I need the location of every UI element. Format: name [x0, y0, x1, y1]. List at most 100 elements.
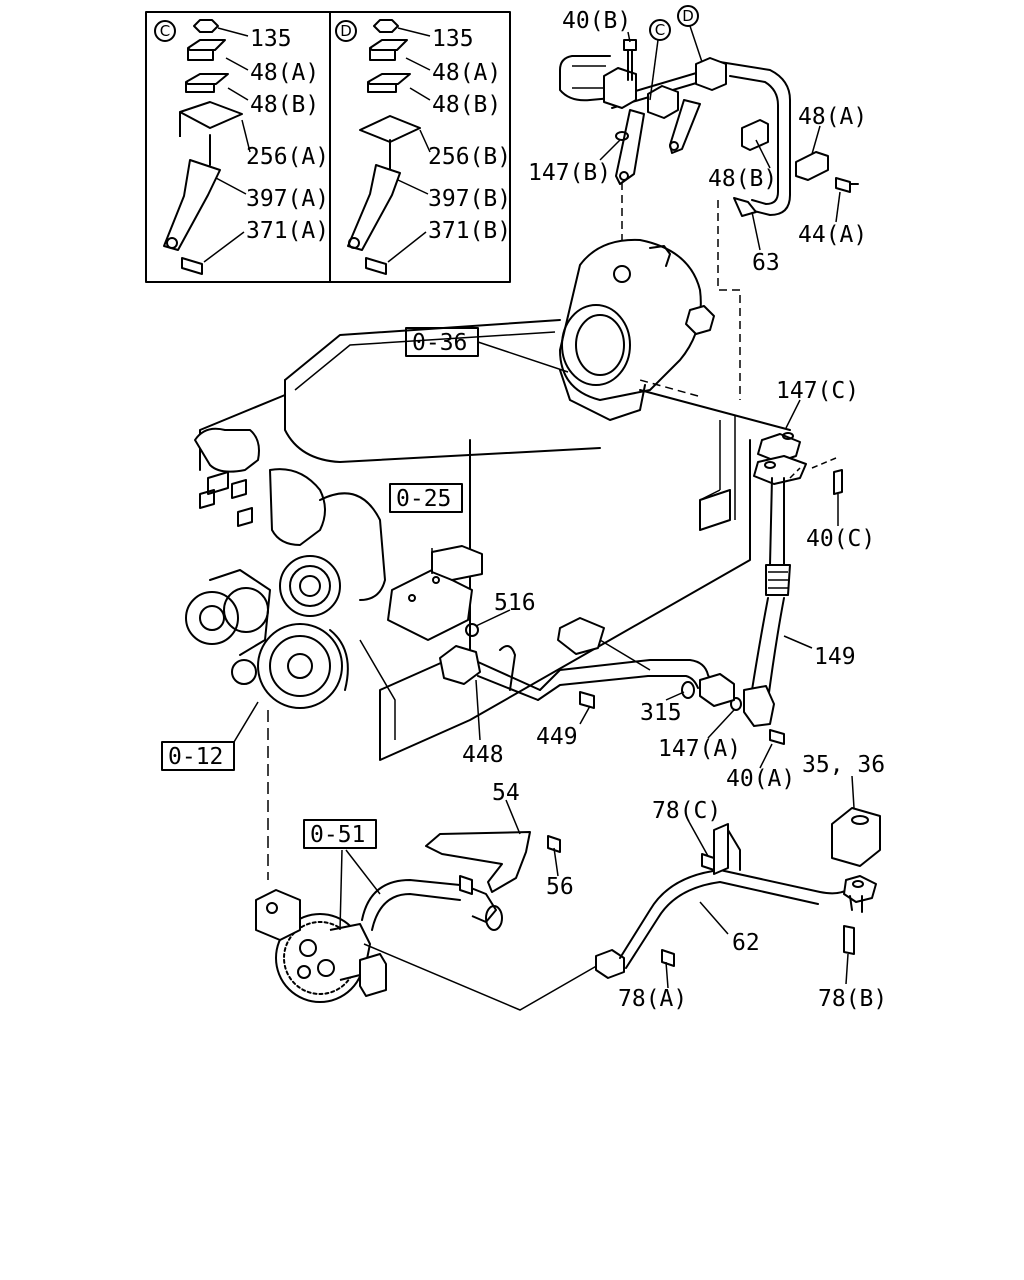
bolt-371a: [181, 257, 203, 275]
inset-c-label-371a: 371(A): [246, 218, 329, 244]
label-62: 62: [732, 930, 760, 956]
plate-256b: [359, 115, 421, 143]
inset-d-label-397b: 397(B): [428, 186, 511, 212]
pipe-fitting-63: [733, 197, 757, 217]
gasket-0-25: [557, 617, 605, 655]
label-44a: 44(A): [798, 222, 867, 248]
oil-return-pipe-149: [639, 379, 843, 769]
inset-d-label-371b: 371(B): [428, 218, 511, 244]
clip-48b-d: [367, 73, 411, 93]
inset-c-label-48b: 48(B): [250, 92, 319, 118]
inset-d: D 135 48(A) 48(B) 256(B) 397(B) 371(B): [335, 19, 511, 275]
ref-0-25: 0-25: [396, 486, 451, 512]
bracket-397a: [163, 159, 221, 251]
label-78a: 78(A): [618, 986, 687, 1012]
reference-boxes: 0-36 0-25 0-12 0-51: [161, 327, 569, 849]
ref-box-0-51: [303, 819, 377, 849]
inset-c-label-397a: 397(A): [246, 186, 329, 212]
pipe-outer: [719, 61, 791, 216]
pipe-62-end: [595, 949, 625, 979]
inset-d-marker: D: [340, 22, 352, 40]
bracket-397b: [347, 164, 401, 251]
inset-c-label-256a: 256(A): [246, 144, 329, 170]
label-56: 56: [546, 874, 574, 900]
label-449: 449: [536, 724, 578, 750]
pipe-loop-left: [559, 55, 613, 102]
ref-0-12: 0-12: [168, 744, 223, 770]
oring-516: [465, 623, 479, 637]
nut-135-c: [193, 19, 219, 33]
flange-35-36: [843, 875, 877, 903]
inset-d-label-135: 135: [432, 26, 474, 52]
bracket-397-right: [669, 99, 701, 154]
pipe-448-line: [537, 659, 717, 701]
clip-48a-d: [369, 39, 408, 61]
pump-suction-pipe: [361, 879, 471, 931]
label-40c: 40(C): [806, 526, 875, 552]
elbow-149: [743, 685, 775, 727]
label-147a: 147(A): [658, 736, 741, 762]
ref-0-51: 0-51: [310, 822, 365, 848]
oring-315: [681, 681, 695, 699]
clip-48b-main: [741, 119, 769, 151]
oil-pressure-unit: [831, 807, 881, 867]
oil-pump-body: [255, 889, 301, 941]
label-147c: 147(C): [776, 378, 859, 404]
label-48b: 48(B): [708, 166, 777, 192]
clip-48a-c: [187, 39, 226, 61]
turbo-compressor-inlet: [561, 304, 631, 386]
bolt-40c: [833, 469, 843, 495]
gasket-147c: [757, 433, 801, 463]
inset-d-marker-circle: [335, 20, 357, 42]
ref-box-0-25: [389, 483, 463, 513]
label-40a: 40(A): [726, 766, 795, 792]
engine-block: [185, 319, 791, 761]
oil-pipe-448: [431, 548, 735, 741]
label-149: 149: [814, 644, 856, 670]
bolt-78c: [701, 853, 715, 871]
label-147b: 147(B): [528, 160, 611, 186]
inset-c: C 135 48(A) 48(B): [154, 19, 329, 275]
inset-frame: [145, 11, 511, 283]
clip-48a-main: [795, 151, 829, 181]
bolt-40a: [769, 729, 785, 745]
banjo-block-right: [695, 57, 727, 91]
oring-147a: [730, 697, 742, 711]
turbocharger: [559, 238, 715, 421]
oil-feed-pipe-assembly: C D: [559, 5, 859, 400]
inset-d-label-48a: 48(A): [432, 60, 501, 86]
banjo-block-mid: [647, 85, 679, 119]
label-448: 448: [462, 742, 504, 768]
label-63: 63: [752, 250, 780, 276]
main-marker-c: C: [655, 21, 665, 39]
pulley-top: [279, 555, 341, 617]
ref-0-36: 0-36: [412, 330, 467, 356]
bracket-54: [425, 831, 531, 893]
label-78c: 78(C): [652, 798, 721, 824]
label-54: 54: [492, 780, 520, 806]
label-516: 516: [494, 590, 536, 616]
bolt-78a: [661, 949, 675, 967]
bolt-56: [547, 835, 561, 853]
inset-d-label-256b: 256(B): [428, 144, 511, 170]
clip-48b-c: [185, 73, 229, 93]
bolt-371b: [365, 257, 387, 275]
inset-d-label-48b: 48(B): [432, 92, 501, 118]
bolt-449: [579, 691, 595, 709]
bracket-0-25: [387, 569, 473, 641]
label-35-36: 35, 36: [802, 752, 885, 778]
label-78b: 78(B): [818, 986, 887, 1012]
ref-box-0-12: [161, 741, 235, 771]
inset-c-label-48a: 48(A): [250, 60, 319, 86]
oil-pump-assembly: [255, 710, 881, 1011]
bolt-44a: [835, 177, 859, 193]
label-48a: 48(A): [798, 104, 867, 130]
nut-135-d: [373, 19, 399, 33]
label-40b: 40(B): [562, 8, 631, 34]
main-marker-d: D: [682, 7, 694, 25]
washer-147b: [615, 131, 629, 141]
bolt-78b: [843, 925, 855, 955]
part-labels: 40(B) 147(B) 48(A) 48(B) 44(A) 63 147(C)…: [462, 8, 887, 1012]
inset-c-label-135: 135: [250, 26, 292, 52]
